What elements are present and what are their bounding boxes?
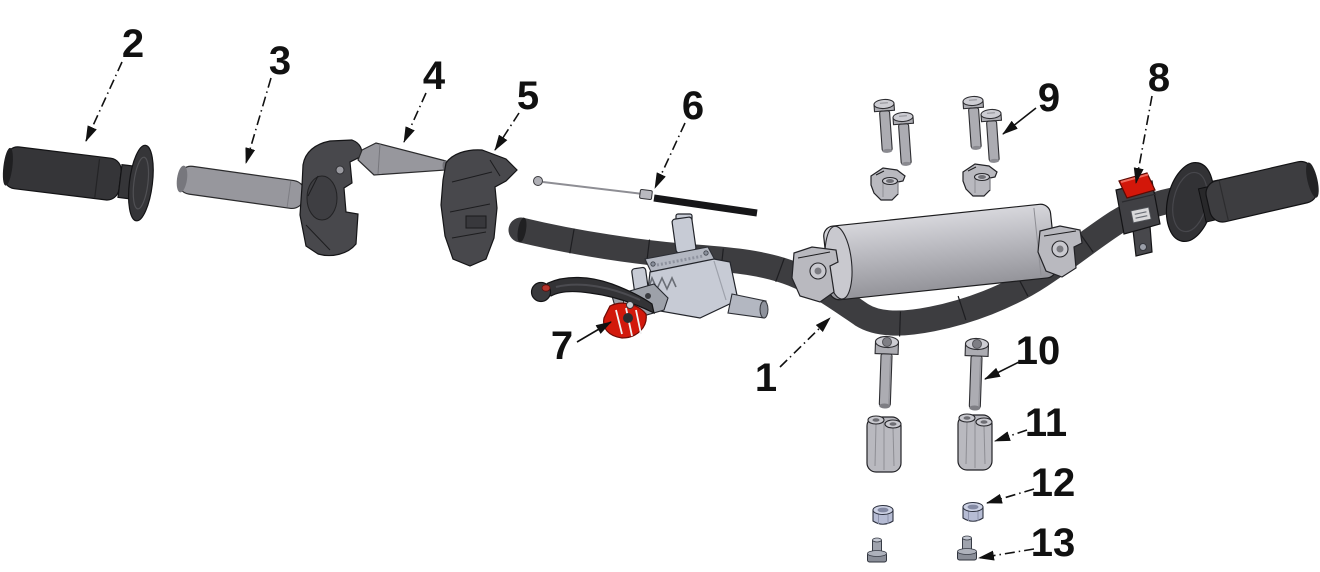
- part-clamp-bolt-group-left: [870, 98, 917, 201]
- left-grip-end-cap: [2, 147, 13, 186]
- right-grip-end-cap: [1306, 162, 1319, 198]
- mc-spring: [647, 275, 677, 291]
- callout-number: 9: [1038, 76, 1060, 120]
- clamp-bolt: [873, 98, 898, 155]
- left-grip-body: [3, 146, 122, 201]
- part-crossbar-clamp-left: [791, 246, 839, 303]
- callout-number: 11: [1025, 401, 1067, 445]
- callout-riser-studs: 13: [978, 521, 1076, 565]
- callout-leader-line: [978, 548, 1035, 561]
- part-throttle-housing-cover: [440, 149, 518, 267]
- throttle-housing-bore: [306, 175, 338, 221]
- callout-leader-line: [1133, 95, 1153, 184]
- part-riser-studs: [867, 535, 977, 563]
- part-throttle-tube-assembly: [176, 139, 448, 257]
- callout-number: 7: [551, 324, 573, 368]
- callout-throttle-cable: 6: [654, 84, 704, 189]
- bar-riser: [957, 413, 993, 471]
- callout-number: 1: [755, 356, 777, 400]
- callout-leader-line: [779, 317, 831, 368]
- cable-ball-end: [533, 176, 543, 186]
- part-clamp-bolt-group-right: [962, 95, 1005, 197]
- cable-adjuster-cone: [357, 142, 447, 176]
- part-kill-switch: [1115, 172, 1161, 257]
- cam-center: [623, 313, 633, 323]
- callout-leader-line: [986, 488, 1035, 504]
- callout-number: 2: [122, 22, 144, 66]
- part-crossbar-pad: [823, 203, 1057, 301]
- cable-sheath: [653, 194, 758, 217]
- callout-number: 5: [517, 74, 539, 118]
- callout-leader-line: [984, 361, 1020, 380]
- cover-notch: [465, 215, 487, 229]
- callout-number: 3: [269, 39, 291, 83]
- bar-riser: [866, 415, 902, 473]
- right-grip-body: [1205, 160, 1319, 223]
- cable-inner-wire: [542, 181, 644, 195]
- callout-leader-line: [494, 112, 520, 151]
- cover-body: [440, 149, 518, 267]
- callout-number: 8: [1148, 56, 1170, 100]
- callout-leader-line: [1002, 107, 1037, 135]
- clamp-bolt: [962, 95, 987, 152]
- switch-mount-screw: [1139, 243, 1147, 251]
- riser-nut: [872, 504, 894, 525]
- cable-guide-clamp: [962, 163, 998, 197]
- callout-number: 4: [423, 54, 446, 98]
- riser-stud: [867, 537, 887, 563]
- part-brake-lever: [530, 276, 655, 339]
- callout-leader-line: [85, 61, 123, 142]
- part-right-grip: [1165, 160, 1319, 243]
- callout-leader-line: [403, 92, 427, 143]
- part-throttle-cable: [533, 176, 758, 217]
- callout-bar-clamp-bolts: 9: [1002, 76, 1060, 135]
- callout-number: 12: [1031, 461, 1076, 505]
- part-riser-bolts: [872, 335, 990, 412]
- callout-bar-risers: 11: [994, 401, 1067, 445]
- callout-handlebar: 1: [755, 317, 831, 400]
- part-left-grip: [2, 144, 154, 222]
- cable-guide-clamp: [870, 167, 906, 201]
- mc-bar-clamp: [671, 216, 697, 254]
- handlebar-end-cap: [517, 217, 527, 243]
- clamp-bolt: [980, 108, 1005, 165]
- switch-label-sticker: [1130, 206, 1152, 224]
- callout-number: 6: [682, 84, 704, 128]
- lever-ball-red-dot: [541, 284, 551, 292]
- cable-ferrule: [639, 188, 653, 201]
- left-grip-flange: [127, 144, 154, 222]
- callout-number: 10: [1016, 329, 1061, 373]
- callout-riser-bolts: 10: [984, 329, 1061, 380]
- riser-bolt: [962, 337, 990, 412]
- throttle-tube-end: [176, 165, 188, 193]
- riser-nut: [962, 501, 984, 522]
- clamp-bolt: [892, 111, 917, 168]
- callout-throttle-tube: 3: [245, 39, 291, 164]
- callout-riser-nuts: 12: [986, 461, 1076, 505]
- callout-left-grip: 2: [85, 22, 144, 142]
- callout-kill-switch: 8: [1133, 56, 1170, 184]
- part-bar-risers: [866, 413, 993, 473]
- part-riser-nuts: [872, 501, 984, 525]
- callout-leader-line: [654, 122, 686, 189]
- housing-screw: [335, 165, 345, 175]
- callout-leader-line: [576, 321, 612, 343]
- riser-stud: [957, 535, 977, 561]
- part-crossbar-clamp-right: [1037, 225, 1083, 278]
- callout-number: 13: [1031, 521, 1076, 565]
- riser-bolt: [872, 335, 900, 410]
- callout-brake-lever-assembly: 7: [551, 321, 612, 368]
- callout-cable-adjuster: 4: [403, 54, 446, 143]
- callout-leader-line: [994, 429, 1028, 442]
- callout-throttle-housing-cover: 5: [494, 74, 539, 151]
- callout-leader-line: [245, 77, 272, 164]
